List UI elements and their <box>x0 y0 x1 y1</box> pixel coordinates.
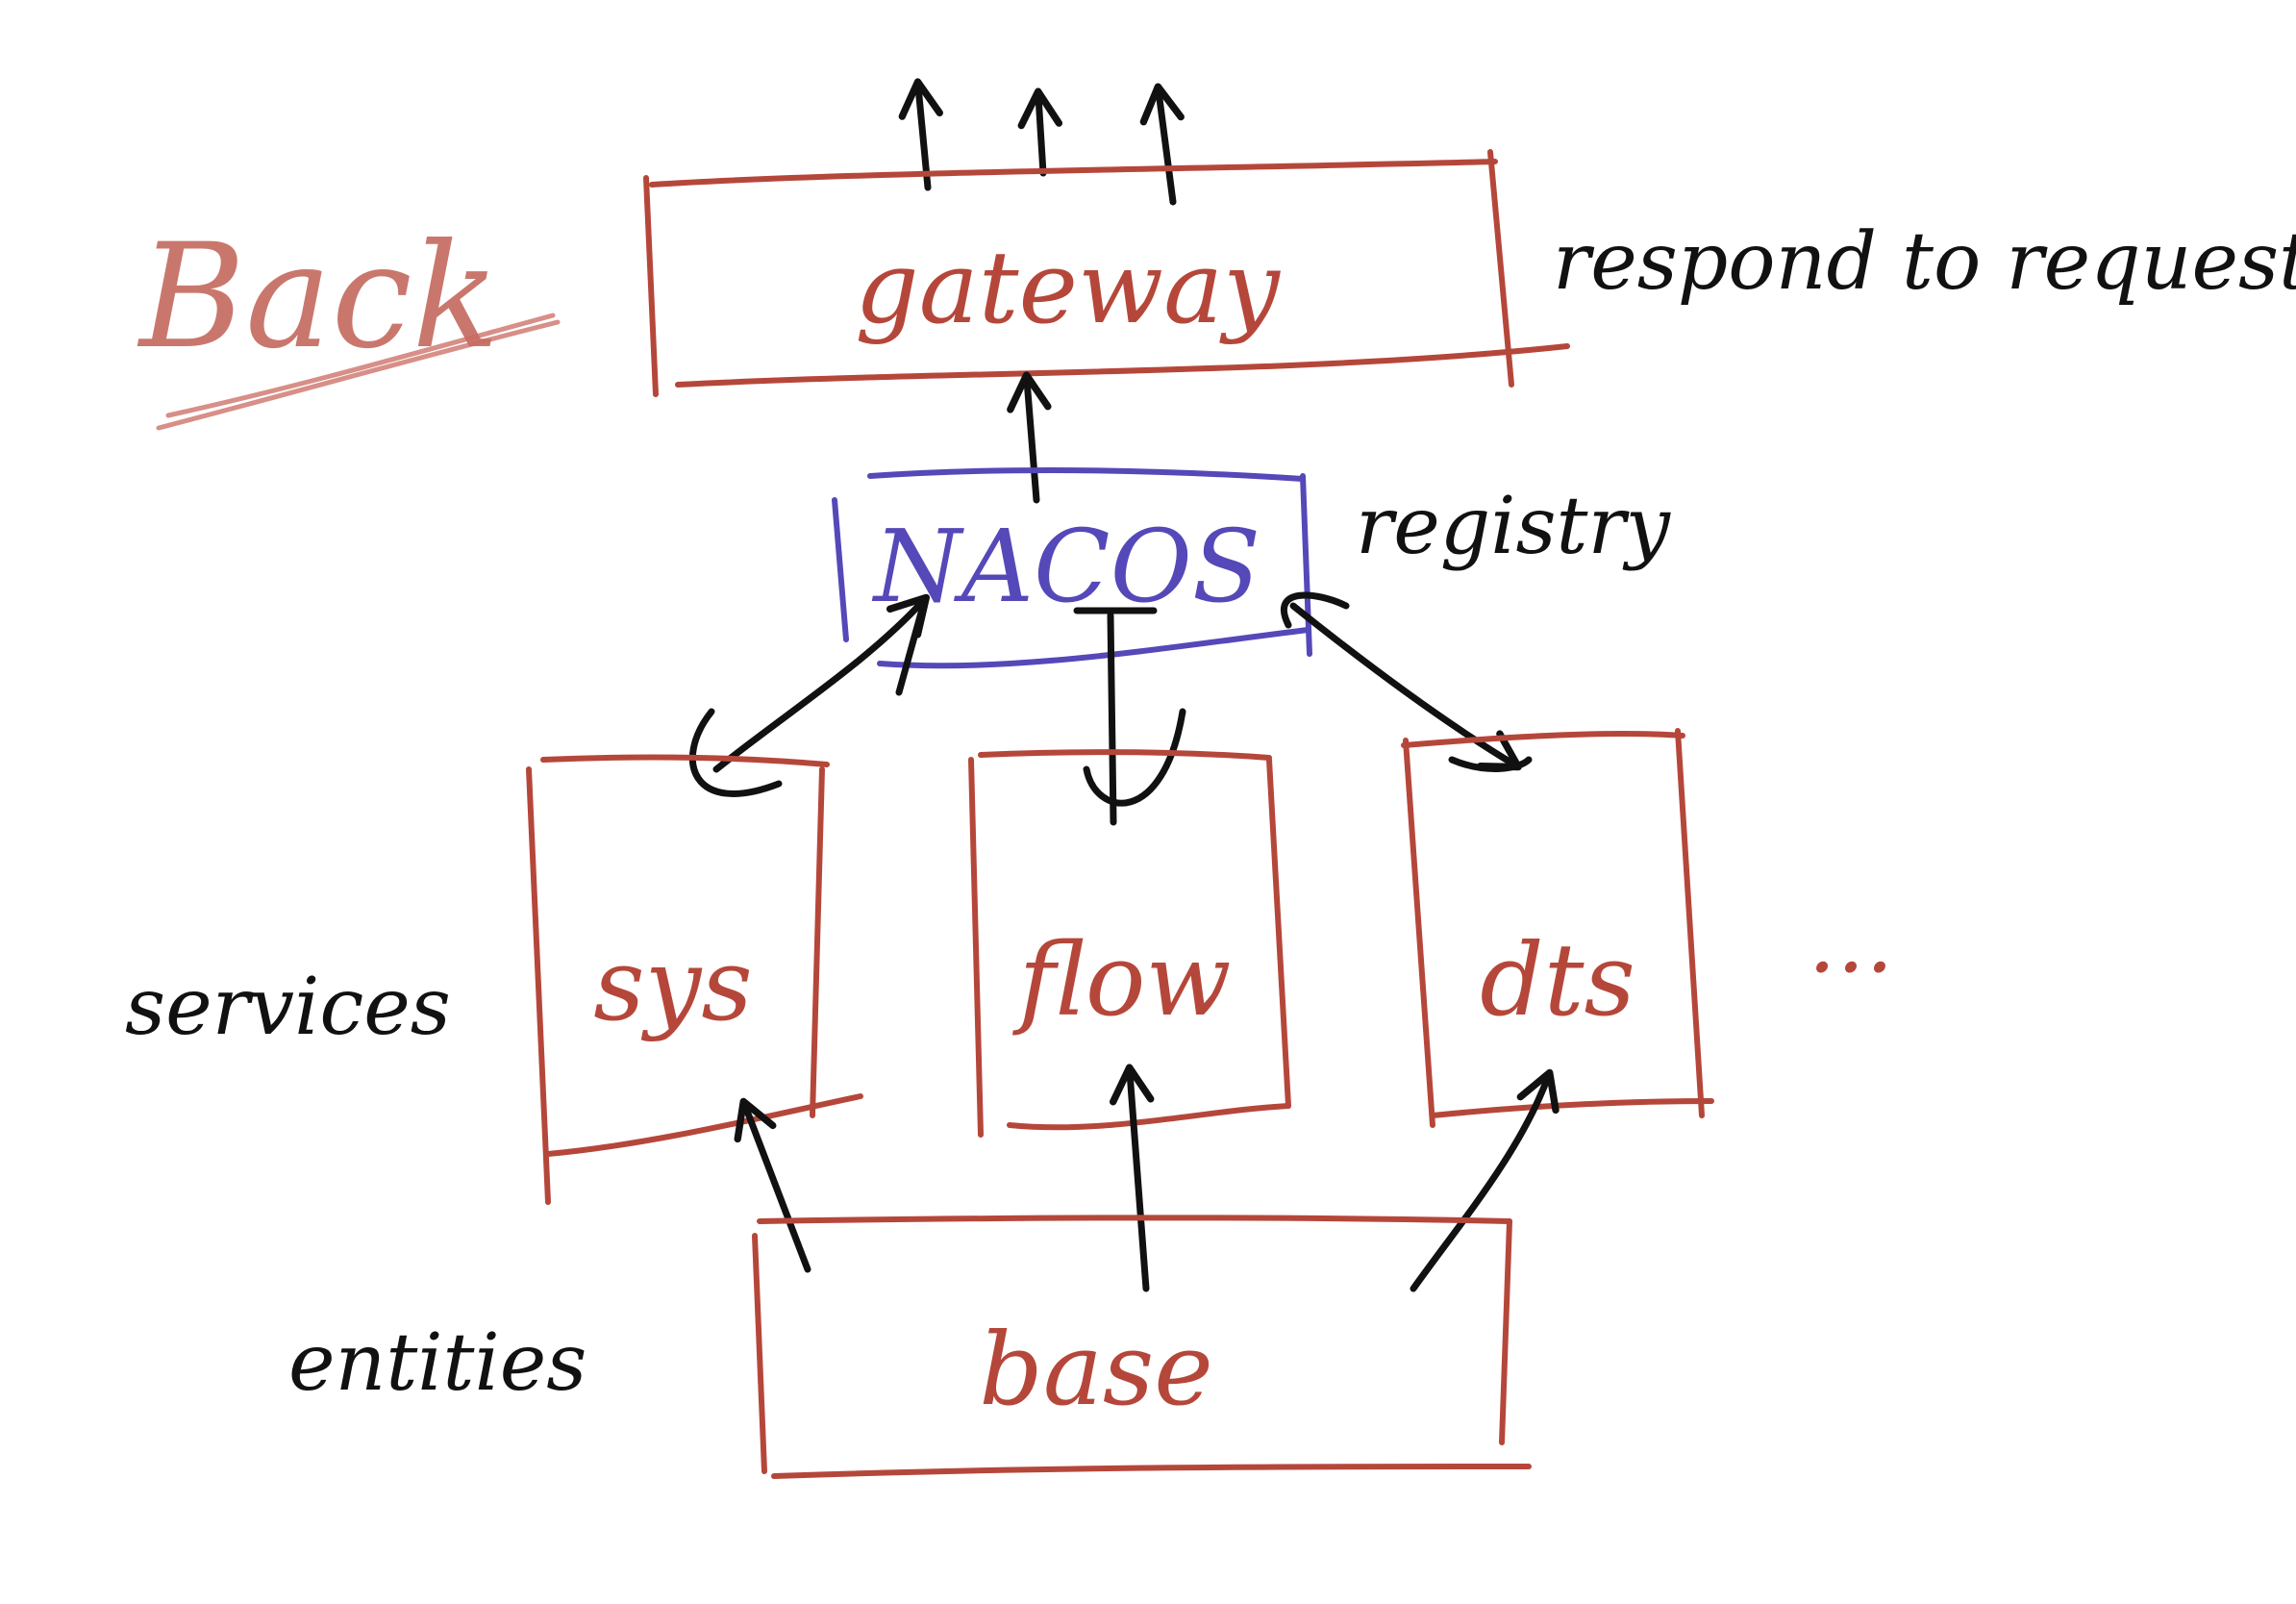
sys-to-registry-tick <box>895 602 927 696</box>
gateway-box-right <box>1487 149 1514 388</box>
entities-group-label: entities <box>288 1317 586 1409</box>
sys-box-bottom <box>545 1093 863 1157</box>
registration-arrows <box>688 591 1533 826</box>
entity-box-base: base <box>752 1215 1532 1479</box>
registry-label: NACOS <box>871 508 1260 625</box>
flow-registry-link <box>1107 612 1117 826</box>
base-box-right <box>1499 1218 1512 1445</box>
title-text: Back <box>137 213 500 381</box>
flow-box-left <box>968 757 984 1138</box>
service-box-flow: flow <box>968 749 1291 1138</box>
title-underline-2 <box>165 313 556 418</box>
gateway-box-left <box>643 175 659 397</box>
flow-box-bottom <box>1007 1103 1291 1131</box>
dts-curl <box>1448 756 1533 772</box>
registry-box-right <box>1300 473 1312 657</box>
services-group-label: services <box>125 962 451 1053</box>
gateway-box-bottom <box>675 343 1570 388</box>
outgoing-arrows <box>898 78 1185 206</box>
sys-label: sys <box>593 926 753 1043</box>
outgoing-arrow-3 <box>1139 83 1185 206</box>
gateway-label: gateway <box>855 229 1281 346</box>
sys-box-top <box>540 754 830 767</box>
dts-box-top <box>1401 731 1685 748</box>
flow-box-right <box>1266 757 1291 1109</box>
base-to-dts-arrow <box>1410 1068 1560 1292</box>
dts-box-left <box>1403 738 1435 1128</box>
registry-note: registry <box>1356 481 1672 572</box>
base-to-sys-arrow <box>734 1097 811 1273</box>
sys-curl <box>688 708 783 797</box>
outgoing-arrow-2 <box>1017 88 1063 177</box>
entity-arrows <box>734 1064 1560 1292</box>
gateway-box-top <box>649 159 1498 188</box>
service-box-sys: sys <box>526 754 863 1205</box>
base-box-bottom <box>771 1464 1532 1479</box>
more-services-ellipsis: … <box>1808 891 1894 992</box>
base-box-top <box>757 1215 1512 1224</box>
dts-label: dts <box>1480 921 1635 1039</box>
dts-box-bottom <box>1430 1098 1714 1118</box>
sys-box-left <box>526 766 551 1205</box>
base-label: base <box>979 1311 1213 1428</box>
flow-box-top <box>978 749 1272 761</box>
registry-box-bottom <box>877 627 1310 669</box>
gateway-box: gateway <box>643 149 1570 397</box>
registry-box-left <box>832 497 849 642</box>
sys-to-registry-arrow <box>712 593 930 773</box>
registry-to-gateway-arrow <box>1007 371 1052 504</box>
dts-box-right <box>1675 728 1705 1118</box>
service-box-dts: dts <box>1401 728 1714 1128</box>
registry-box-top <box>867 466 1306 482</box>
gateway-note: respond to requests <box>1553 216 2296 308</box>
diagram-title: Back <box>137 213 561 431</box>
base-box-left <box>752 1233 767 1474</box>
registry-box: NACOS <box>832 466 1312 669</box>
title-underline <box>156 319 561 431</box>
registry-to-dts-arrow <box>1289 602 1522 771</box>
flow-label: flow <box>1012 921 1232 1039</box>
registry-hook <box>1280 591 1350 629</box>
sys-box-right <box>810 766 825 1118</box>
flow-curl <box>1083 708 1186 807</box>
base-to-flow-arrow <box>1109 1064 1155 1292</box>
outgoing-arrow-1 <box>898 78 943 191</box>
